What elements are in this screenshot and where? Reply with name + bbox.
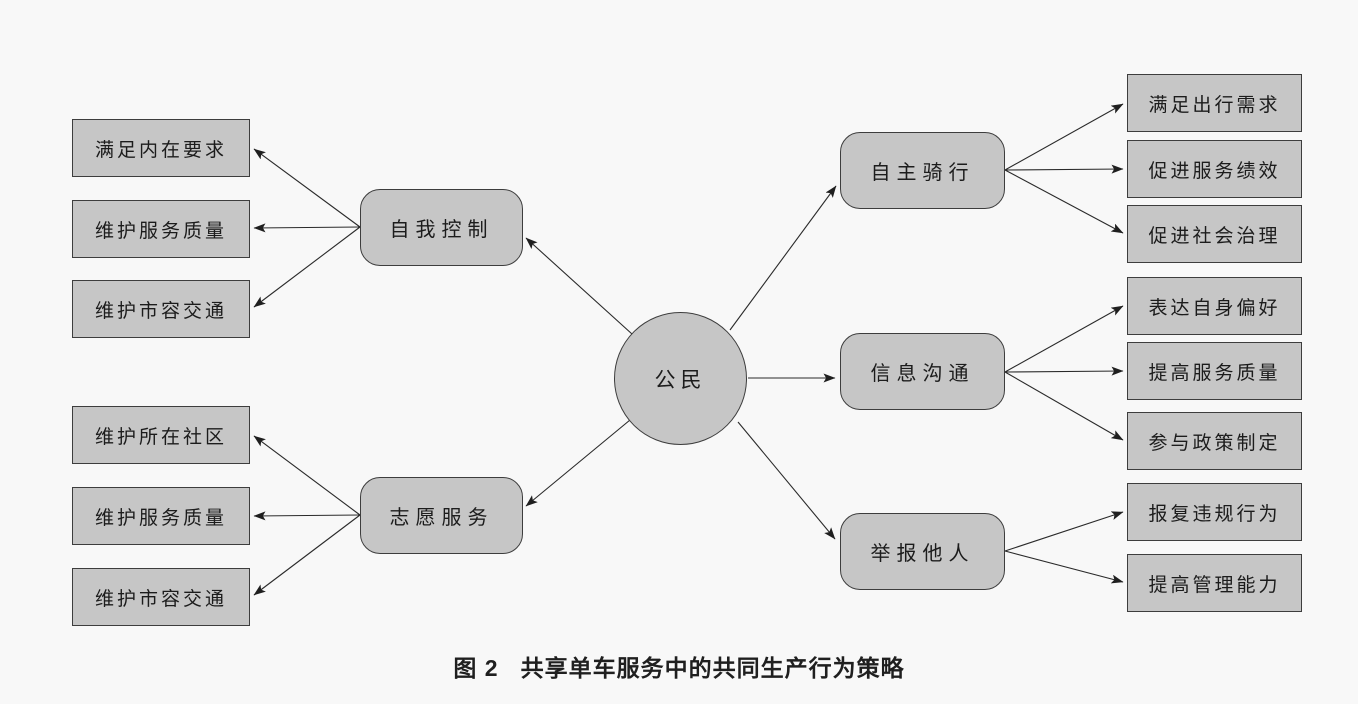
arrow-riding-outcome-2 — [1004, 164, 1124, 174]
arrow-information-outcome-3 — [1004, 371, 1124, 441]
outcome-box-retaliate-violations: 报复违规行为 — [1127, 483, 1302, 541]
outcome-box-maintain-city-traffic-1: 维护市容交通 — [72, 280, 250, 338]
outcome-box-maintain-service-quality-2: 维护服务质量 — [72, 487, 250, 545]
outcome-box-satisfy-inner-needs: 满足内在要求 — [72, 119, 250, 177]
arrow-citizen-self-control — [525, 237, 633, 335]
figure-caption: 图 2 共享单车服务中的共同生产行为策略 — [0, 649, 1358, 683]
arrow-self-control-outcome-2 — [253, 223, 361, 233]
outcome-box-promote-service-performance: 促进服务绩效 — [1127, 140, 1302, 198]
figure-caption-number: 图 2 — [453, 655, 499, 681]
outcome-box-improve-management: 提高管理能力 — [1127, 554, 1302, 612]
arrow-volunteer-outcome-2 — [253, 511, 361, 521]
arrow-volunteer-outcome-3 — [253, 514, 361, 596]
outcome-box-promote-social-governance: 促进社会治理 — [1127, 205, 1302, 263]
outcome-box-express-preferences: 表达自身偏好 — [1127, 277, 1302, 335]
branch-node-volunteer-service: 志愿服务 — [360, 477, 523, 554]
arrow-information-outcome-1 — [1004, 305, 1124, 373]
arrow-riding-outcome-1 — [1004, 103, 1124, 171]
branch-node-self-control: 自我控制 — [360, 189, 523, 266]
arrow-self-control-outcome-3 — [253, 226, 361, 308]
arrow-citizen-reporting — [737, 421, 836, 540]
arrow-reporting-outcome-1 — [1004, 511, 1124, 552]
figure-caption-title: 共享单车服务中的共同生产行为策略 — [520, 655, 905, 681]
center-node-citizen: 公民 — [614, 312, 747, 445]
branch-node-report-others: 举报他人 — [840, 513, 1005, 590]
outcome-box-improve-service-quality: 提高服务质量 — [1127, 342, 1302, 400]
branch-node-information-communication: 信息沟通 — [840, 333, 1005, 410]
outcome-box-maintain-city-traffic-2: 维护市容交通 — [72, 568, 250, 626]
outcome-box-meet-travel-needs: 满足出行需求 — [1127, 74, 1302, 132]
arrow-citizen-autonomous-riding — [729, 185, 837, 331]
arrow-citizen-volunteer — [525, 419, 631, 507]
arrow-riding-outcome-3 — [1004, 169, 1124, 234]
arrow-information-outcome-2 — [1004, 366, 1124, 376]
branch-node-autonomous-riding: 自主骑行 — [840, 132, 1005, 209]
arrow-self-control-outcome-1 — [253, 148, 361, 228]
arrow-volunteer-outcome-1 — [253, 435, 361, 516]
outcome-box-maintain-service-quality-1: 维护服务质量 — [72, 200, 250, 258]
outcome-box-participate-policy-making: 参与政策制定 — [1127, 412, 1302, 470]
outcome-box-maintain-community: 维护所在社区 — [72, 406, 250, 464]
arrow-reporting-outcome-2 — [1004, 550, 1124, 584]
